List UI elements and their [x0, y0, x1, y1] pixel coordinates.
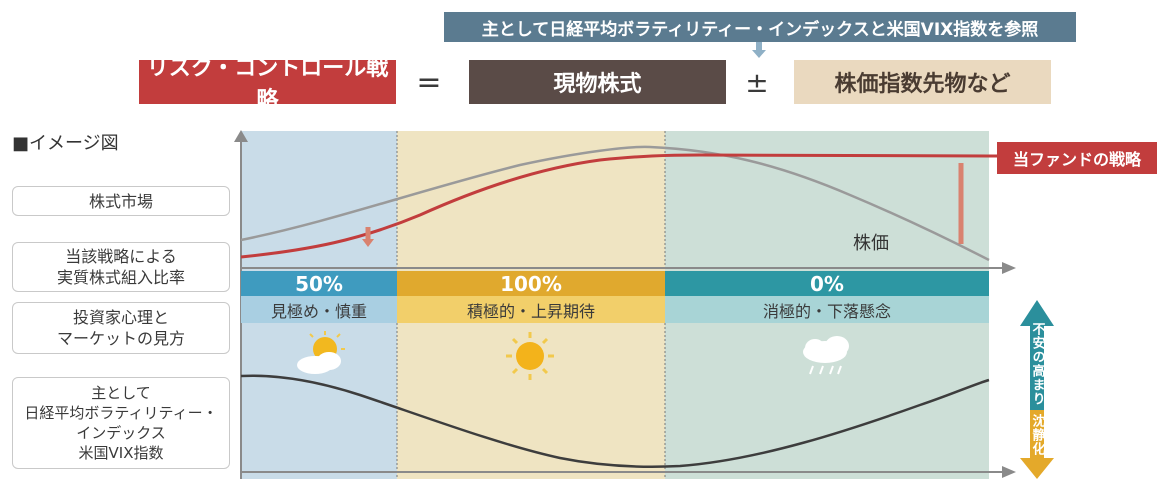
equity-ratio-line2: 実質株式組入比率 — [56, 268, 185, 287]
x-axis-lower-arrowhead — [1002, 466, 1016, 478]
index-line4: 米国VIX指数 — [78, 444, 164, 462]
plus-minus-sign: ± — [745, 65, 769, 99]
fund-strategy-label: 当ファンドの戦略 — [997, 142, 1157, 174]
gap-arrow-1-head — [362, 239, 374, 247]
sentiment-label: 投資家心理と マーケットの見方 — [12, 302, 230, 354]
sun-icon — [506, 332, 554, 380]
phase1-mood-band — [241, 296, 397, 323]
stock-price-curve — [240, 145, 990, 262]
equity-ratio-label: 当該戦略による 実質株式組入比率 — [12, 242, 230, 292]
volatility-index-label: 主として 日経平均ボラティリティー・ インデックス 米国VIX指数 — [12, 377, 230, 469]
futures-box: 株価指数先物など — [794, 60, 1051, 104]
phase3-mood: 消極的・下落懸念 — [762, 301, 891, 321]
phase2-percent: 100% — [500, 271, 562, 296]
physical-stock-box: 現物株式 — [469, 60, 726, 104]
index-line3: インデックス — [76, 424, 166, 442]
phase1-band — [241, 271, 397, 296]
index-line2: 日経平均ボラティリティー・ — [24, 404, 218, 422]
phase1-mood: 見極め・慎重 — [270, 301, 367, 321]
phase3-percent: 0% — [810, 271, 844, 296]
rain-cloud-icon — [803, 336, 849, 375]
x-axis-upper-arrowhead — [1002, 262, 1016, 274]
anxiety-rising-text: 不安の高まり — [1029, 322, 1045, 406]
stock-market-text: 株式市場 — [88, 191, 153, 211]
sun-behind-cloud-icon — [297, 331, 345, 374]
anxiety-up-arrow — [1020, 300, 1054, 410]
index-line1: 主として — [91, 384, 151, 402]
phase2-mood: 積極的・上昇期待 — [466, 301, 595, 321]
reference-note: 主として日経平均ボラティリティー・インデックスと米国VIX指数を参照 — [444, 12, 1076, 42]
calming-down-arrow — [1020, 410, 1054, 479]
phase2-mood-band — [397, 296, 665, 323]
calming-text: 沈静化 — [1029, 414, 1045, 456]
phase3-mood-band — [665, 296, 989, 323]
sentiment-line1: 投資家心理と — [72, 308, 169, 327]
phase2-band — [397, 271, 665, 296]
stock-market-label: 株式市場 — [12, 186, 230, 216]
sentiment-line2: マーケットの見方 — [56, 329, 185, 348]
equity-ratio-line1: 当該戦略による — [65, 247, 177, 266]
phase3-band — [665, 271, 989, 296]
phase1-percent: 50% — [295, 271, 343, 296]
volatility-index-curve — [240, 374, 990, 468]
y-axis-arrowhead — [234, 130, 248, 142]
image-label: ■イメージ図 — [12, 133, 119, 154]
down-arrow-icon — [752, 42, 766, 58]
stock-price-label: 株価 — [853, 233, 889, 254]
equals-sign: = — [416, 64, 442, 100]
